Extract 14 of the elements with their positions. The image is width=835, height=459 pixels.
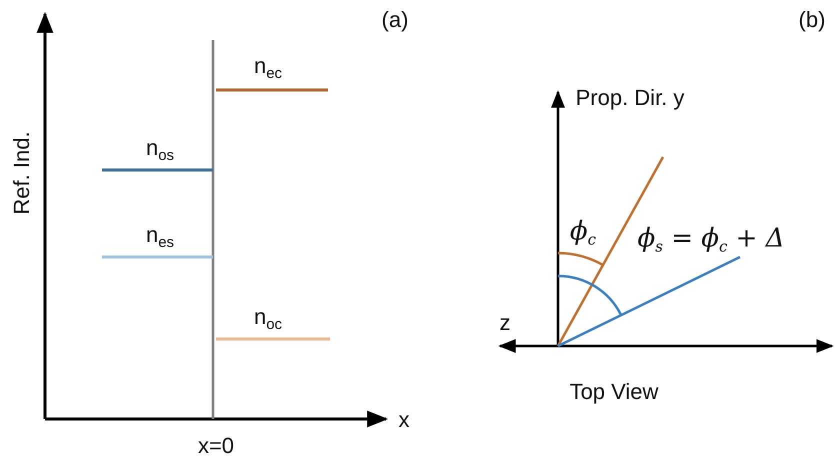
panel-label: (a): [382, 9, 408, 31]
axis-label: z: [500, 312, 510, 334]
equation-label: ϕ$_{s}$ = ϕ$_{c}$ + Δ: [638, 226, 784, 254]
axis-label: x=0: [198, 435, 234, 457]
index-label: n$_{oc}$: [254, 306, 282, 332]
axis-label: x: [398, 409, 410, 431]
axis-label: Ref. Ind.: [11, 131, 33, 215]
axis-label: Prop. Dir. y: [576, 87, 684, 109]
index-label: n$_{es}$: [146, 224, 174, 250]
index-label: n$_{ec}$: [254, 55, 282, 81]
caption-text: Top View: [570, 381, 658, 403]
angle-label: ϕ$_{c}$: [570, 218, 596, 248]
index-label: n$_{os}$: [146, 137, 174, 163]
panel-label: (b): [798, 9, 826, 31]
